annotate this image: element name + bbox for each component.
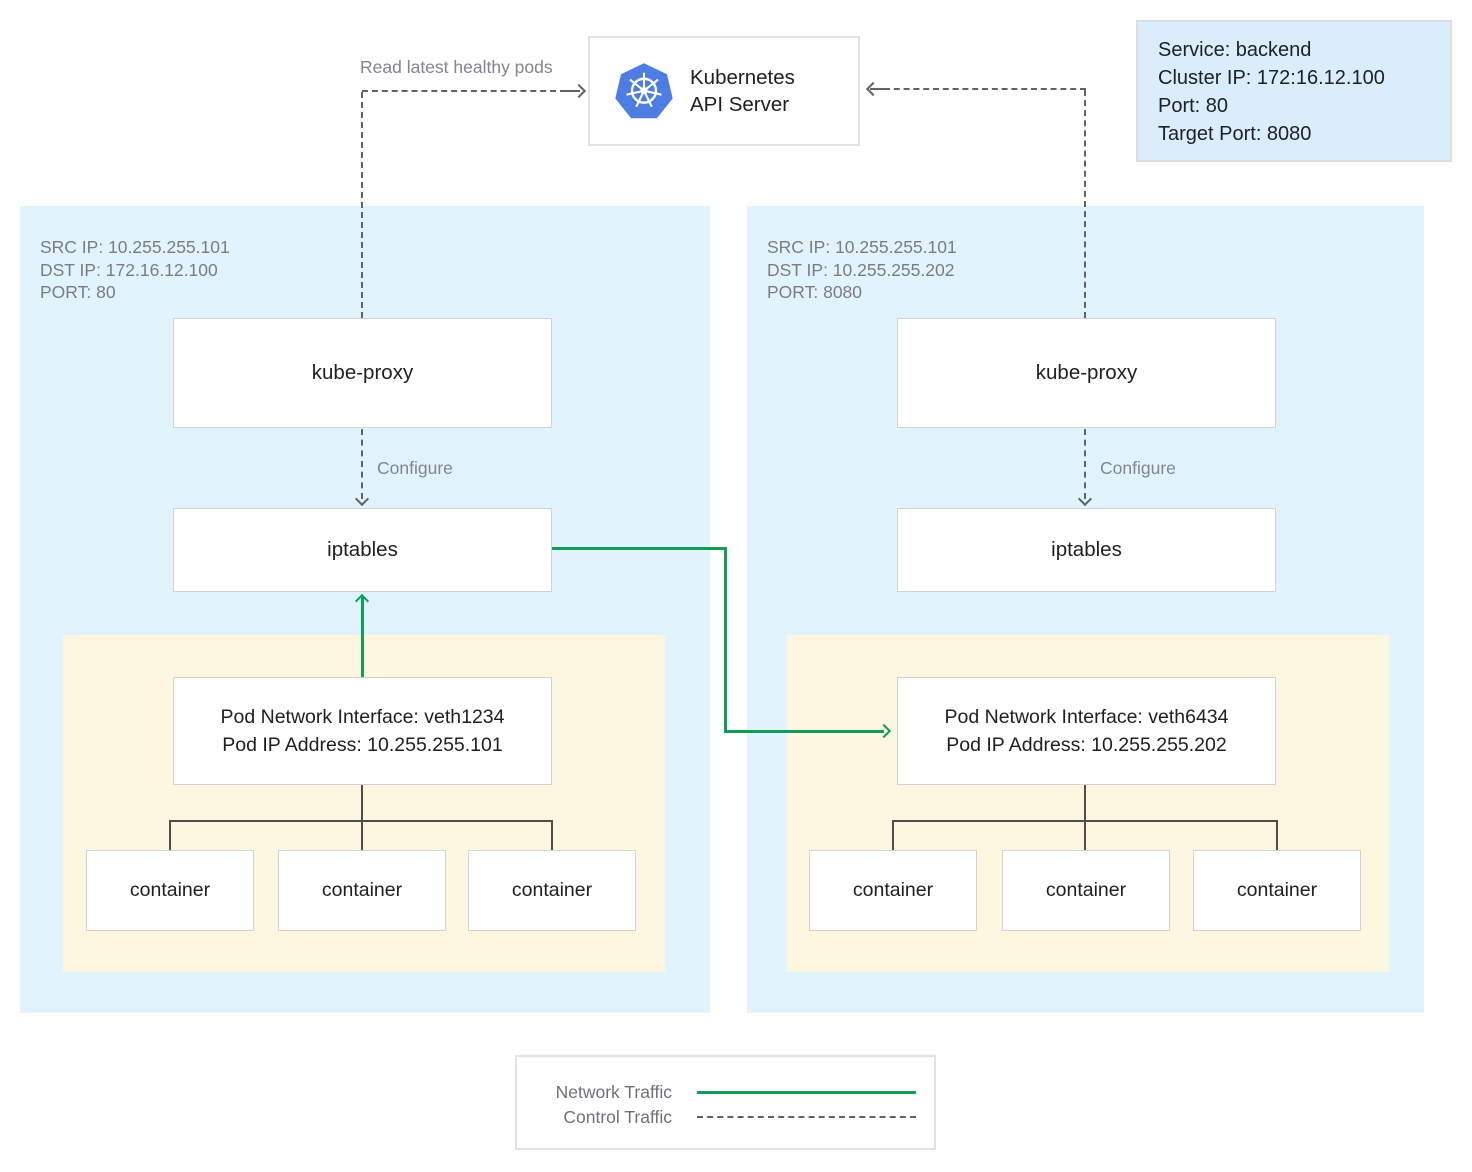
container-box: container bbox=[809, 850, 977, 931]
network-traffic-crossover-vertical bbox=[724, 547, 727, 733]
pod-connector-drop3-left bbox=[551, 820, 553, 851]
legend-network-traffic-label: Network Traffic bbox=[555, 1082, 672, 1102]
network-traffic-iptables-out bbox=[552, 547, 727, 550]
container-box: container bbox=[468, 850, 636, 931]
iptables-box-left: iptables bbox=[173, 508, 552, 592]
pod-connector-bus-left bbox=[169, 820, 553, 822]
control-traffic-line-right-horizontal bbox=[884, 88, 1086, 90]
api-server-label: Kubernetes API Server bbox=[690, 66, 795, 116]
kube-proxy-box-left: kube-proxy bbox=[173, 318, 552, 428]
pod-interface-left-line1: Pod Network Interface: veth1234 bbox=[220, 706, 505, 728]
control-traffic-line-right-vertical bbox=[1084, 90, 1086, 318]
kubernetes-api-server-box: Kubernetes API Server bbox=[588, 36, 860, 146]
configure-arrow-right bbox=[1084, 429, 1086, 499]
network-traffic-into-right-pod bbox=[724, 730, 884, 733]
service-cluster-ip: Cluster IP: 172:16.12.100 bbox=[1158, 67, 1385, 89]
node-left-header: SRC IP: 10.255.255.101 DST IP: 172.16.12… bbox=[40, 237, 230, 302]
arrowhead-left-into-api-server bbox=[865, 81, 881, 97]
control-traffic-line-left-vertical bbox=[361, 92, 363, 318]
pod-interface-right-line2: Pod IP Address: 10.255.255.202 bbox=[946, 734, 1227, 756]
pod-connector-drop1-right bbox=[892, 820, 894, 851]
configure-label-left: Configure bbox=[377, 458, 453, 478]
legend-box bbox=[515, 1055, 936, 1150]
legend-control-traffic-label: Control Traffic bbox=[563, 1107, 672, 1127]
container-box: container bbox=[278, 850, 446, 931]
configure-arrow-left bbox=[361, 429, 363, 499]
kubernetes-helm-icon bbox=[615, 63, 673, 119]
pod-interface-left-line2: Pod IP Address: 10.255.255.101 bbox=[222, 734, 503, 756]
control-arrow-stem-right bbox=[870, 88, 886, 90]
pod-connector-center-left bbox=[361, 785, 363, 851]
service-port: Port: 80 bbox=[1158, 95, 1229, 117]
legend-network-traffic-line bbox=[697, 1091, 916, 1094]
arrowhead-right-into-api-server bbox=[571, 83, 587, 99]
iptables-box-right: iptables bbox=[897, 508, 1276, 592]
container-box: container bbox=[1002, 850, 1170, 931]
pod-connector-drop1-left bbox=[169, 820, 171, 851]
container-box: container bbox=[86, 850, 254, 931]
node-right-header: SRC IP: 10.255.255.101 DST IP: 10.255.25… bbox=[767, 237, 957, 302]
pod-connector-center-right bbox=[1084, 785, 1086, 851]
control-traffic-line-left-horizontal bbox=[362, 90, 566, 92]
pod-connector-drop3-right bbox=[1276, 820, 1278, 851]
pod-network-interface-box-left: Pod Network Interface: veth1234 Pod IP A… bbox=[173, 677, 552, 785]
container-box: container bbox=[1193, 850, 1361, 931]
service-name: Service: backend bbox=[1158, 39, 1312, 61]
service-info-box: Service: backend Cluster IP: 172:16.12.1… bbox=[1136, 20, 1452, 162]
control-arrow-stem-left bbox=[564, 90, 580, 92]
pod-network-interface-box-right: Pod Network Interface: veth6434 Pod IP A… bbox=[897, 677, 1276, 785]
pod-connector-bus-right bbox=[892, 820, 1278, 822]
read-latest-healthy-pods-label: Read latest healthy pods bbox=[360, 57, 553, 77]
network-traffic-pod-to-iptables bbox=[361, 597, 364, 678]
kube-proxy-box-right: kube-proxy bbox=[897, 318, 1276, 428]
legend-control-traffic-line bbox=[697, 1116, 916, 1118]
service-target-port: Target Port: 8080 bbox=[1158, 123, 1312, 145]
configure-label-right: Configure bbox=[1100, 458, 1176, 478]
pod-interface-right-line1: Pod Network Interface: veth6434 bbox=[944, 706, 1229, 728]
